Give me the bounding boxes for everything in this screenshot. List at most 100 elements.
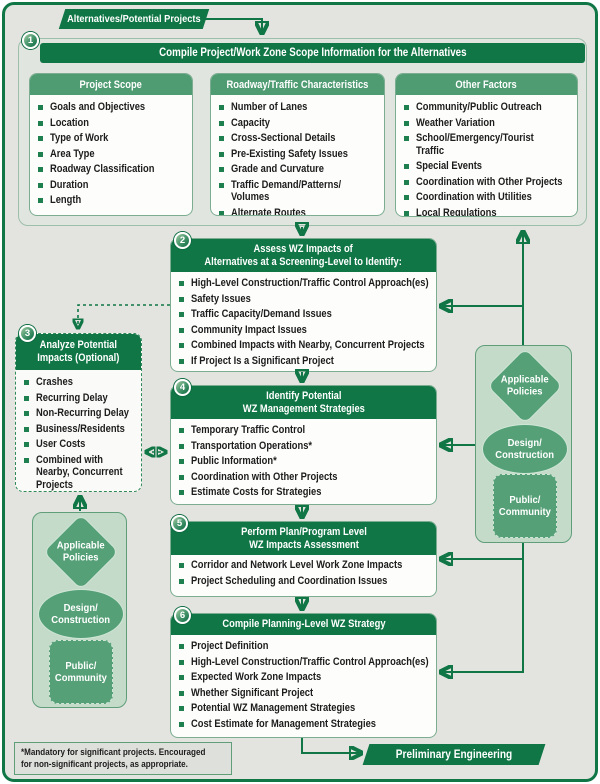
bullet-icon (179, 358, 184, 364)
bullet-icon (179, 343, 184, 348)
list-item: Special Events (404, 160, 573, 173)
bullet-icon (24, 411, 29, 416)
bullet-icon (404, 120, 409, 126)
list-item: Number of Lanes (219, 101, 380, 114)
step2-list: High-Level Construction/Traffic Control … (171, 272, 436, 367)
list-item: Crashes (24, 376, 137, 389)
list-item: High-Level Construction/Traffic Control … (179, 656, 432, 669)
bullet-icon (179, 281, 184, 286)
bullet-icon (179, 675, 184, 680)
bullet-icon (219, 151, 224, 157)
list-item: Potential WZ Management Strategies (179, 702, 432, 715)
list-item: Local Regulations (404, 207, 573, 216)
step2-header: Assess WZ Impacts of Alternatives at a S… (171, 239, 436, 272)
list-item: Combined Impacts with Nearby, Concurrent… (179, 339, 432, 352)
step1-header: Compile Project/Work Zone Scope Informat… (40, 43, 585, 63)
bullet-icon (38, 198, 43, 203)
other-factors-header: Other Factors (396, 74, 577, 95)
bullet-icon (219, 167, 224, 172)
bullet-icon (404, 105, 409, 110)
project-scope-title: Project Scope (79, 78, 143, 91)
design-construction-ellipse: Design/ Construction (482, 424, 568, 474)
bullet-icon (24, 426, 29, 432)
list-item: Goals and Objectives (38, 101, 188, 114)
bottom-banner: Preliminary Engineering (362, 744, 546, 765)
list-item: High-Level Construction/Traffic Control … (179, 277, 432, 290)
bullet-icon (219, 136, 224, 141)
list-item: School/Emergency/Tourist Traffic (404, 132, 573, 157)
bullet-icon (179, 659, 184, 665)
bullet-icon (38, 136, 43, 141)
bullet-icon (179, 563, 184, 568)
bullet-icon (219, 120, 224, 126)
step3-title: Analyze Potential Impacts (Optional) (37, 339, 120, 364)
list-item: Area Type (38, 148, 188, 161)
bullet-icon (404, 164, 409, 169)
step4-badge: 4 (174, 379, 191, 396)
step5-box: Perform Plan/Program Level WZ Impacts As… (170, 521, 437, 597)
step6-header: Compile Planning-Level WZ Strategy (171, 614, 436, 635)
list-item: Business/Residents (24, 423, 137, 436)
step1-title: Compile Project/Work Zone Scope Informat… (158, 47, 467, 59)
list-item: Cost Estimate for Management Strategies (179, 718, 432, 731)
list-item: Community/Public Outreach (404, 101, 573, 114)
list-item: Whether Significant Project (179, 687, 432, 700)
bullet-icon (179, 721, 184, 727)
step4-box: Identify Potential WZ Management Strateg… (170, 385, 437, 505)
policy-group-left: Applicable Policies Design/ Construction… (32, 512, 127, 708)
list-item: Corridor and Network Level Work Zone Imp… (179, 559, 432, 572)
bullet-icon (38, 105, 43, 110)
list-item: Coordination with Other Projects (179, 471, 432, 484)
footnote-text: *Mandatory for significant projects. Enc… (21, 746, 206, 770)
step6-title: Compile Planning-Level WZ Strategy (221, 618, 386, 630)
step5-badge: 5 (171, 515, 188, 532)
policy-group-right: Applicable Policies Design/ Construction… (475, 345, 572, 543)
applicable-policies-diamond: Applicable Policies (486, 347, 564, 425)
roadway-traffic-box: Roadway/Traffic Characteristics Number o… (210, 73, 385, 216)
design-construction-label: Design/ Construction (51, 602, 111, 626)
list-item: Project Definition (179, 640, 432, 653)
list-item: Weather Variation (404, 117, 573, 130)
public-community-box: Public/ Community (49, 640, 113, 704)
bullet-icon (179, 459, 184, 464)
step3-header: Analyze Potential Impacts (Optional) (16, 334, 141, 370)
list-item: Location (38, 117, 188, 130)
list-item: Transportation Operations* (179, 440, 432, 453)
list-item: Expected Work Zone Impacts (179, 671, 432, 684)
bullet-icon (179, 474, 184, 480)
list-item: Non-Recurring Delay (24, 407, 137, 420)
bullet-icon (179, 296, 184, 302)
bullet-icon (179, 690, 184, 696)
bullet-icon (219, 210, 224, 215)
applicable-policies-label: Applicable Policies (57, 540, 105, 565)
list-item: Coordination with Utilities (404, 191, 573, 204)
list-item: Estimate Costs for Strategies (179, 486, 432, 499)
list-item: Grade and Curvature (219, 163, 380, 176)
list-item: Coordination with Other Projects (404, 176, 573, 189)
public-community-label: Public/ Community (55, 660, 107, 684)
step2-box: Assess WZ Impacts of Alternatives at a S… (170, 238, 437, 372)
list-item: Duration (38, 179, 188, 192)
bullet-icon (38, 182, 43, 188)
list-item: Type of Work (38, 132, 188, 145)
step5-list: Corridor and Network Level Work Zone Imp… (171, 555, 436, 587)
bullet-icon (219, 182, 224, 188)
list-item: Traffic Demand/Patterns/ Volumes (219, 179, 380, 204)
bullet-icon (38, 151, 43, 157)
list-item: Traffic Capacity/Demand Issues (179, 308, 432, 321)
list-item: Pre-Existing Safety Issues (219, 148, 380, 161)
step4-title: Identify Potential WZ Management Strateg… (242, 389, 365, 415)
bullet-icon (24, 395, 29, 401)
top-banner: Alternatives/Potential Projects (58, 9, 210, 29)
bottom-banner-label: Preliminary Engineering (395, 748, 513, 761)
bullet-icon (179, 327, 184, 333)
list-item: Recurring Delay (24, 392, 137, 405)
project-scope-header: Project Scope (30, 74, 192, 95)
